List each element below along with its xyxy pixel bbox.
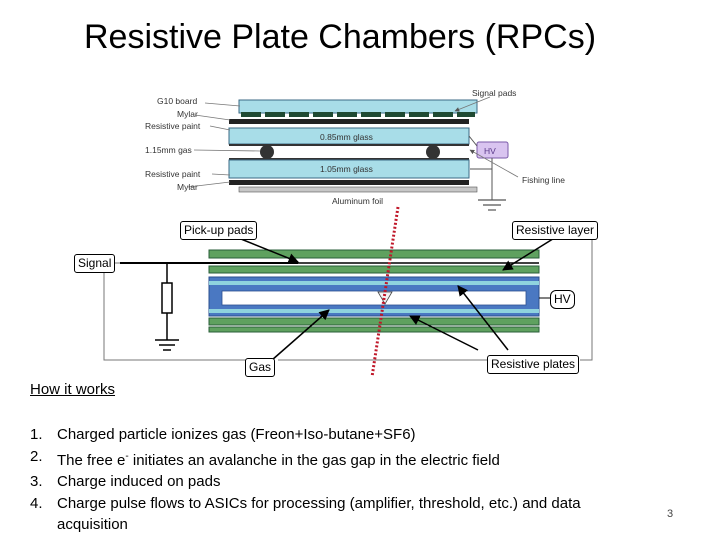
ground-symbol	[155, 339, 179, 351]
step-number: 2.	[30, 447, 43, 465]
pickup-pads-callout: Pick-up pads	[180, 221, 258, 240]
signal-pads-label: Signal pads	[472, 88, 516, 98]
mylar-bottom-label: Mylar	[177, 182, 198, 192]
resistor	[161, 282, 173, 314]
fishing-line-label: Fishing line	[522, 175, 565, 185]
particle-track	[370, 206, 400, 378]
pickup-pads-arrow	[235, 236, 299, 264]
electron-superscript: -	[125, 450, 129, 462]
step-text-pre: The free e	[57, 451, 126, 469]
aluminum-foil	[238, 186, 478, 193]
signal-callout: Signal	[74, 254, 116, 273]
gas-arrow	[271, 309, 330, 361]
aluminum-foil-label: Aluminum foil	[332, 196, 383, 206]
pickup-pad-top	[208, 249, 540, 259]
resistive-plates-arrow-2	[457, 285, 509, 351]
glass-bottom-plate	[228, 159, 470, 179]
step-text: The free e- initiates an avalanche in th…	[57, 446, 500, 472]
list-item: 2. The free e- initiates an avalanche in…	[30, 446, 650, 472]
glass-top-label: 0.85mm glass	[320, 132, 373, 142]
hv-box-label: HV	[484, 146, 496, 156]
circuit-frame-right	[580, 240, 593, 361]
step-number: 1.	[30, 426, 43, 443]
rpc-cross-section: G10 board Mylar Resistive paint 1.15mm g…	[145, 88, 565, 211]
spacer-right	[426, 145, 440, 159]
page-number: 3	[667, 508, 674, 520]
steps-list: 1. Charged particle ionizes gas (Freon+I…	[30, 424, 650, 536]
g10-board-label: G10 board	[157, 96, 197, 106]
glass-bottom-label: 1.05mm glass	[320, 164, 373, 174]
mylar-top-label: Mylar	[177, 109, 198, 119]
pickup-pad-bottom	[208, 317, 540, 326]
mylar-bottom-layer	[229, 180, 469, 185]
gas-gap-label: 1.15mm gas	[145, 145, 192, 155]
resistive-plates-callout: Resistive plates	[487, 355, 580, 374]
step-text-post: initiates an avalanche in the gas gap in…	[128, 451, 500, 469]
rpc-schematic	[103, 206, 593, 378]
step-text: Charge pulse flows to ASICs for processi…	[57, 494, 581, 534]
resistive-paint-top-label: Resistive paint	[145, 121, 201, 131]
step-number: 4.	[30, 494, 43, 512]
gas-callout: Gas	[245, 358, 276, 377]
g10-board	[238, 99, 478, 114]
list-item: 1. Charged particle ionizes gas (Freon+I…	[30, 424, 650, 446]
step-text: Charged particle ionizes gas (Freon+Iso-…	[57, 426, 416, 443]
resistive-paint-bottom-label: Resistive paint	[145, 169, 201, 179]
resistive-layer-arrow	[502, 236, 557, 271]
resistive-layer-callout: Resistive layer	[512, 221, 599, 240]
list-item: 4. Charge pulse flows to ASICs for proce…	[30, 493, 650, 536]
pickup-pad-second	[208, 265, 540, 274]
step-text: Charge induced on pads	[57, 473, 221, 490]
page-title: Resistive Plate Chambers (RPCs)	[83, 18, 597, 56]
hv-callout: HV	[550, 290, 575, 309]
signal-pads-strip	[241, 112, 475, 117]
resistive-plates-arrow-1	[409, 315, 479, 351]
step-number: 3.	[30, 473, 43, 490]
how-it-works-heading: How it works	[30, 381, 116, 398]
list-item: 3. Charge induced on pads	[30, 471, 650, 493]
spacer-left	[260, 145, 274, 159]
gas-gap	[221, 290, 527, 306]
mylar-top-layer	[229, 119, 469, 124]
